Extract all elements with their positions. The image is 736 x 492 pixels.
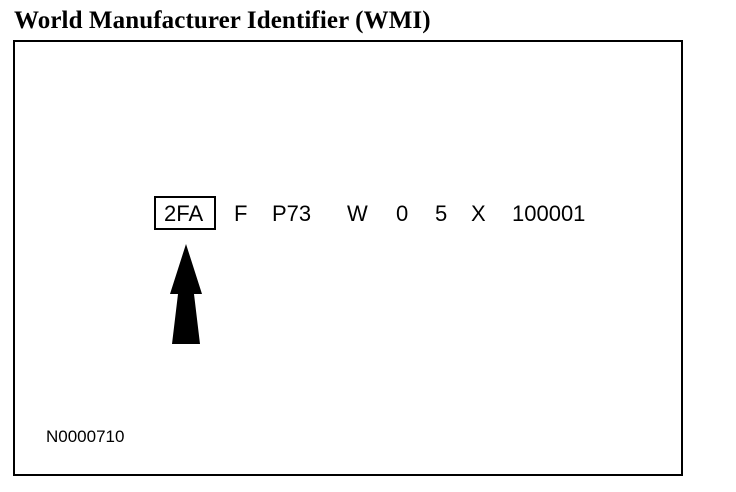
vin-segment-7: 100001	[512, 201, 586, 226]
vin-segment-wmi: 2FA	[164, 201, 204, 226]
vin-segment-6: X	[471, 201, 486, 226]
wmi-highlight-box	[154, 196, 216, 230]
reference-number: N0000710	[46, 427, 125, 446]
diagram-frame	[13, 40, 683, 476]
vin-segment-4: 0	[396, 201, 409, 226]
vin-segment-3: W	[347, 201, 368, 226]
diagram-title: World Manufacturer Identifier (WMI)	[14, 7, 431, 34]
vin-segment-1: F	[234, 201, 248, 226]
vin-segment-5: 5	[435, 201, 448, 226]
arrow-up-icon	[170, 244, 202, 344]
vin-segment-2: P73	[272, 201, 312, 226]
